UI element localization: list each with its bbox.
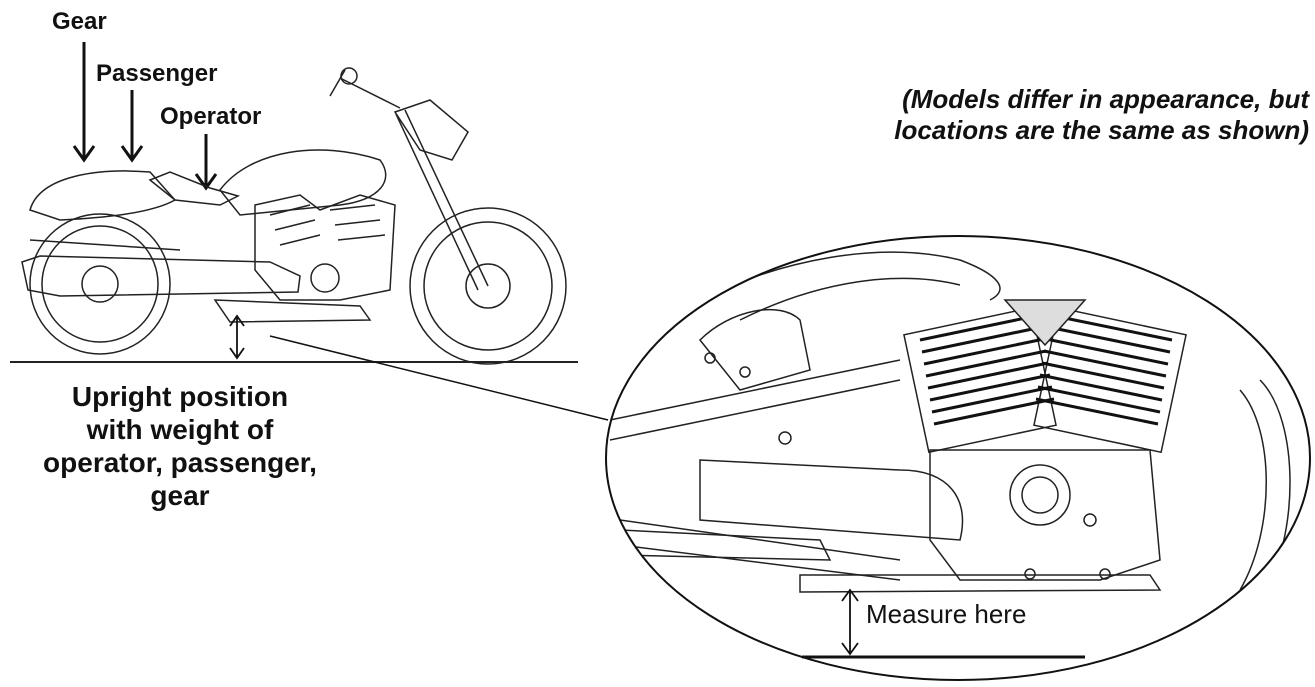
- small-measure-arrow: [229, 314, 245, 360]
- weight-arrows: [72, 42, 218, 191]
- zoom-leader-line: [269, 335, 609, 421]
- upright-position-caption: Upright position with weight of operator…: [10, 380, 350, 512]
- caption-line-1: Upright position: [71, 381, 289, 412]
- motorcycle-side-view: [10, 67, 578, 365]
- models-differ-note: (Models differ in appearance, but locati…: [894, 84, 1309, 146]
- measure-here-label: Measure here: [866, 599, 1027, 629]
- note-line-2: locations are the same as shown): [894, 115, 1309, 145]
- caption-line-4: gear: [150, 480, 210, 511]
- measure-arrow: [841, 588, 859, 656]
- zoom-detail: [605, 235, 1311, 681]
- passenger-label: Passenger: [96, 60, 218, 87]
- note-line-1: (Models differ in appearance, but: [902, 84, 1309, 114]
- gear-label: Gear: [52, 8, 107, 35]
- caption-line-2: with weight of: [86, 414, 274, 445]
- caption-line-3: operator, passenger,: [43, 447, 317, 478]
- operator-label: Operator: [160, 103, 262, 130]
